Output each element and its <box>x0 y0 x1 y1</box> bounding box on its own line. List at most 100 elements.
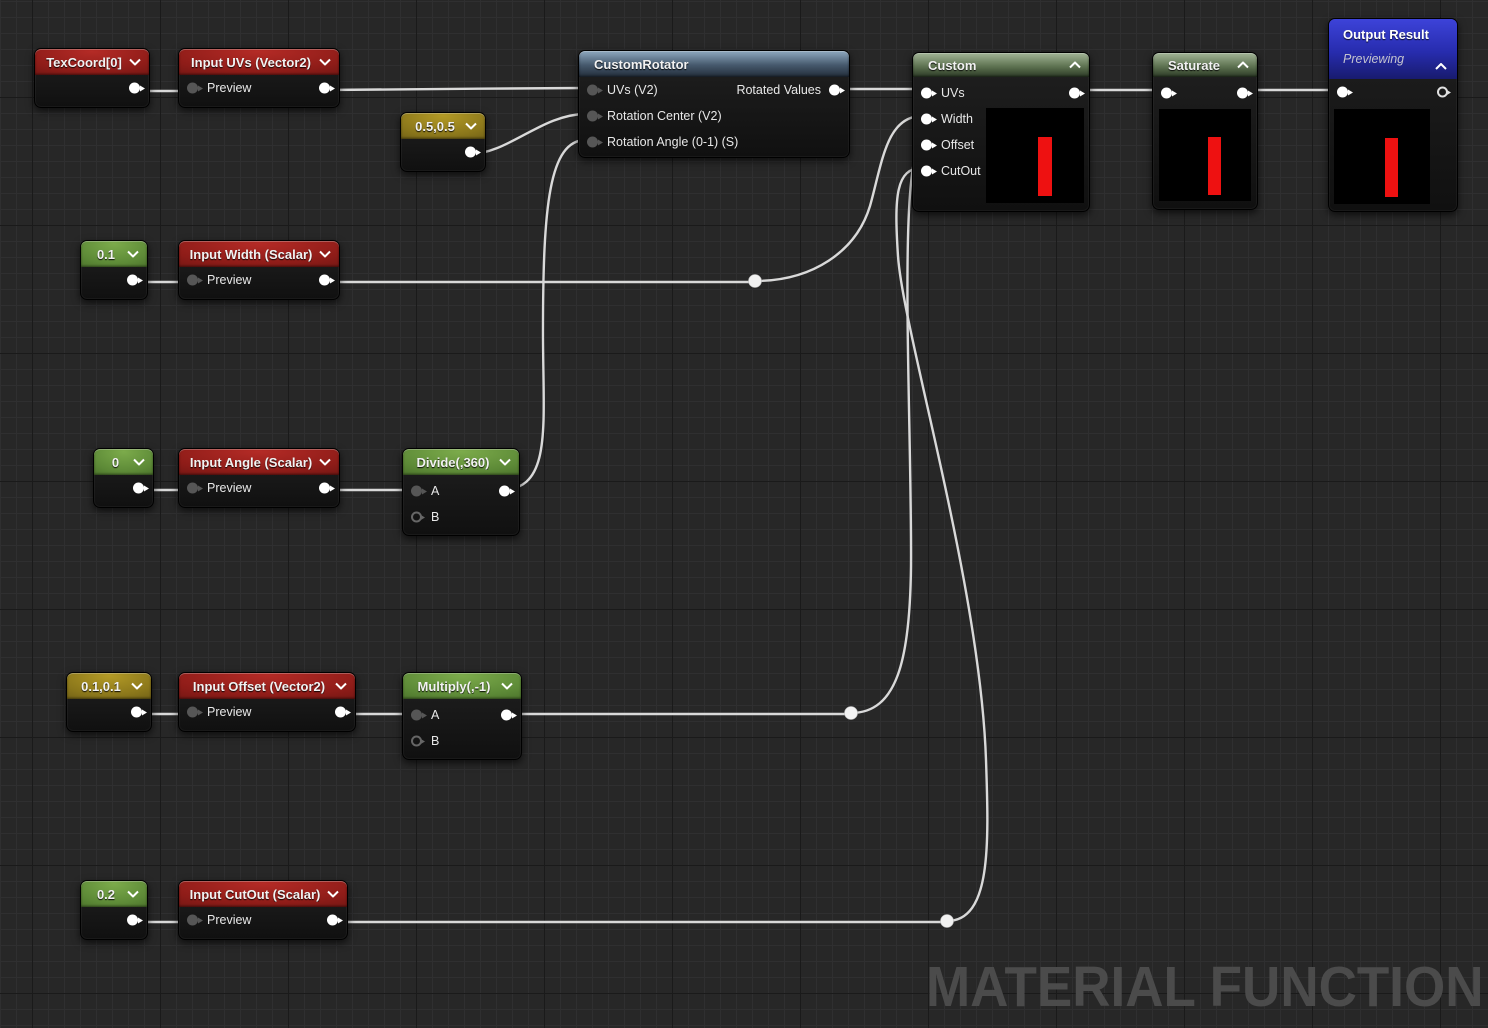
node-const-center[interactable]: 0.5,0.5 <box>400 112 486 172</box>
output-pin[interactable] <box>129 82 140 94</box>
pin-label: A <box>431 708 440 722</box>
node-title: Input CutOut (Scalar) <box>189 886 321 902</box>
output-pin[interactable] <box>127 274 138 286</box>
preview-red-bar <box>1384 137 1399 198</box>
node-title: CustomRotator <box>594 56 689 72</box>
chevron-up-icon[interactable] <box>1069 61 1081 69</box>
output-pin[interactable] <box>319 274 330 286</box>
output-pin[interactable] <box>327 914 338 926</box>
output-pin[interactable] <box>501 709 512 721</box>
pin-label: CutOut <box>941 164 981 178</box>
output-pin[interactable] <box>1237 87 1248 99</box>
chevron-down-icon[interactable] <box>319 458 331 466</box>
output-pin[interactable] <box>319 482 330 494</box>
chevron-down-icon[interactable] <box>335 682 347 690</box>
chevron-down-icon[interactable] <box>127 890 139 898</box>
chevron-down-icon[interactable] <box>465 122 477 130</box>
output-pin[interactable] <box>319 82 330 94</box>
preview-input-pin[interactable] <box>187 482 198 494</box>
pin-label: Rotation Angle (0-1) (S) <box>607 135 739 149</box>
node-title: 0 <box>111 454 120 470</box>
preview-input-pin[interactable] <box>187 82 198 94</box>
node-divide[interactable]: Divide(,360) A B <box>402 448 520 536</box>
node-multiply[interactable]: Multiply(,-1) A B <box>402 672 522 760</box>
input-pin-uvs[interactable] <box>587 84 598 96</box>
input-pin-b[interactable] <box>411 735 422 747</box>
pin-label: UVs (V2) <box>607 83 658 97</box>
preview-red-bar <box>1207 136 1221 195</box>
pin-label: A <box>431 484 440 498</box>
pin-label: UVs <box>941 86 965 100</box>
node-const-offset[interactable]: 0.1,0.1 <box>66 672 152 732</box>
node-custom[interactable]: Custom UVs Width Offset CutOut <box>912 52 1090 212</box>
chevron-down-icon[interactable] <box>133 458 145 466</box>
node-title: Divide(,360) <box>416 454 490 470</box>
node-title: Input UVs (Vector2) <box>191 54 311 70</box>
input-pin[interactable] <box>1161 87 1172 99</box>
chevron-down-icon[interactable] <box>327 890 339 898</box>
node-title: Saturate <box>1168 57 1221 73</box>
node-custom-rotator[interactable]: CustomRotator UVs (V2) Rotated Values Ro… <box>578 50 850 158</box>
output-pin[interactable] <box>133 482 144 494</box>
node-input-uvs[interactable]: Input UVs (Vector2) Preview <box>178 48 340 108</box>
output-pin[interactable] <box>131 706 142 718</box>
node-title: Output Result <box>1343 27 1429 42</box>
chevron-down-icon[interactable] <box>129 58 141 66</box>
node-input-cutout[interactable]: Input CutOut (Scalar) Preview <box>178 880 348 940</box>
input-pin-cutout[interactable] <box>921 165 932 177</box>
chevron-down-icon[interactable] <box>131 682 143 690</box>
pin-label: B <box>431 734 440 748</box>
pin-label: Offset <box>941 138 975 152</box>
node-input-angle[interactable]: Input Angle (Scalar) Preview <box>178 448 340 508</box>
node-title: 0.1 <box>96 246 116 262</box>
chevron-up-icon[interactable] <box>1435 57 1447 75</box>
node-output-result[interactable]: Output Result Previewing <box>1328 18 1458 212</box>
input-pin-a[interactable] <box>411 485 422 497</box>
input-pin-a[interactable] <box>411 709 422 721</box>
input-pin-width[interactable] <box>921 113 932 125</box>
pin-label: Preview <box>207 913 252 927</box>
chevron-down-icon[interactable] <box>499 458 511 466</box>
input-pin-uvs[interactable] <box>921 87 932 99</box>
chevron-up-icon[interactable] <box>1237 61 1249 69</box>
node-title: Input Width (Scalar) <box>189 246 313 262</box>
output-pin[interactable] <box>335 706 346 718</box>
node-const-width[interactable]: 0.1 <box>80 240 148 300</box>
preview-input-pin[interactable] <box>187 274 198 286</box>
output-pin[interactable] <box>1437 86 1448 98</box>
input-pin[interactable] <box>1337 86 1348 98</box>
node-const-cutout[interactable]: 0.2 <box>80 880 148 940</box>
node-title: Input Offset (Vector2) <box>192 678 326 694</box>
reroute-node[interactable] <box>940 914 954 928</box>
output-pin[interactable] <box>127 914 138 926</box>
node-title: TexCoord[0] <box>46 54 122 70</box>
input-pin-b[interactable] <box>411 511 422 523</box>
chevron-down-icon[interactable] <box>127 250 139 258</box>
reroute-node[interactable] <box>748 274 762 288</box>
node-title: 0.5,0.5 <box>415 118 455 134</box>
chevron-down-icon[interactable] <box>501 682 513 690</box>
preview-input-pin[interactable] <box>187 914 198 926</box>
pin-label: Preview <box>207 81 252 95</box>
chevron-down-icon[interactable] <box>319 250 331 258</box>
input-pin-rotation-angle[interactable] <box>587 136 598 148</box>
reroute-node[interactable] <box>844 706 858 720</box>
input-pin-rotation-center[interactable] <box>587 110 598 122</box>
input-pin-offset[interactable] <box>921 139 932 151</box>
node-texcoord[interactable]: TexCoord[0] <box>34 48 150 108</box>
chevron-down-icon[interactable] <box>319 58 331 66</box>
output-pin[interactable] <box>499 485 510 497</box>
node-saturate[interactable]: Saturate <box>1152 52 1258 210</box>
node-input-width[interactable]: Input Width (Scalar) Preview <box>178 240 340 300</box>
output-pin[interactable] <box>1069 87 1080 99</box>
output-pin-rotated-values[interactable] <box>829 84 840 96</box>
wire <box>499 138 588 492</box>
node-title: Multiply(,-1) <box>417 678 491 694</box>
preview-input-pin[interactable] <box>187 706 198 718</box>
preview-red-bar <box>1037 136 1052 197</box>
node-input-offset[interactable]: Input Offset (Vector2) Preview <box>178 672 356 732</box>
output-pin[interactable] <box>465 146 476 158</box>
node-title: 0.2 <box>96 886 116 902</box>
node-const-angle[interactable]: 0 <box>93 448 154 508</box>
